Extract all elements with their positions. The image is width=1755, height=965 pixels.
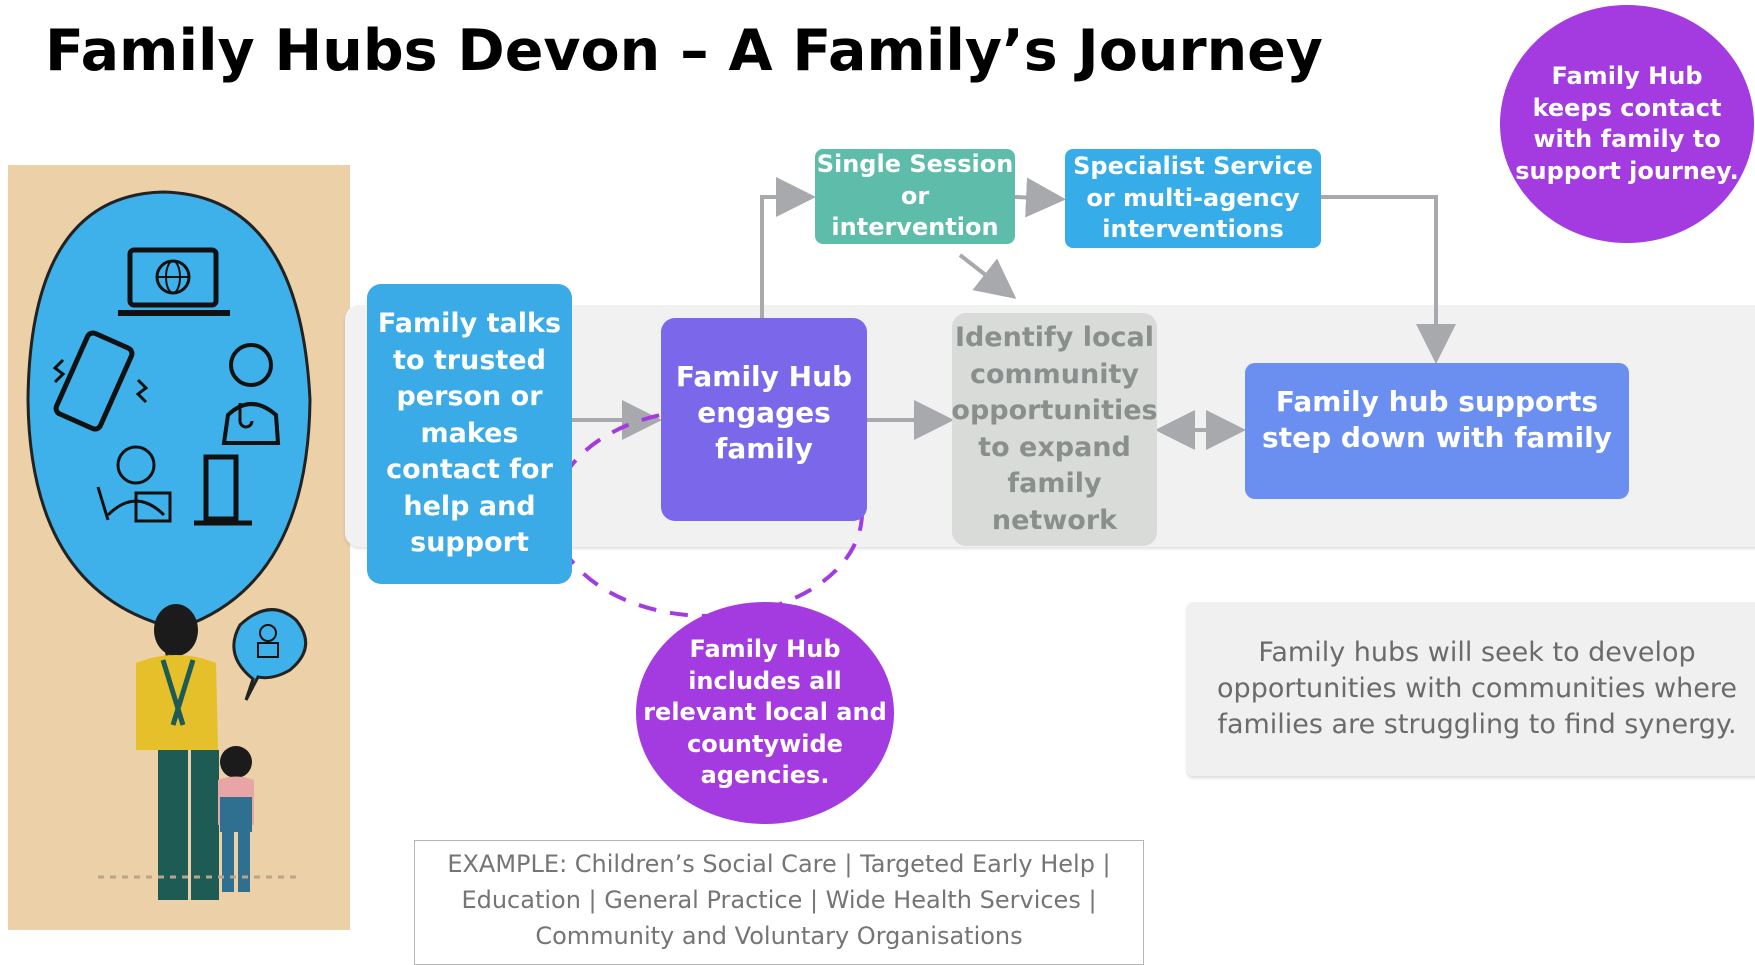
- example-agencies-box: EXAMPLE: Children’s Social Care | Target…: [414, 840, 1144, 965]
- page-title: Family Hubs Devon – A Family’s Journey: [45, 18, 1323, 84]
- hub-engages-box: Family Hub engages family: [661, 318, 867, 521]
- adult-figure: [136, 604, 219, 900]
- laptop-globe-icon: [118, 247, 230, 316]
- example-agencies-text: EXAMPLE: Children’s Social Care | Target…: [447, 850, 1111, 950]
- identify-local-box: Identify local community opportunities t…: [951, 313, 1158, 546]
- door-icon: [194, 454, 252, 526]
- seek-opportunities-text: Family hubs will seek to develop opportu…: [1217, 637, 1737, 740]
- includes-agencies-circle: Family Hub includes all relevant local a…: [636, 602, 894, 824]
- step-down-box: Family hub supports step down with famil…: [1245, 363, 1629, 499]
- single-session-box: Single Session or intervention: [815, 149, 1015, 244]
- family-talks-box: Family talks to trusted person or makes …: [367, 284, 572, 584]
- teacher-icon: [96, 445, 172, 523]
- specialist-service-box: Specialist Service or multi-agency inter…: [1065, 149, 1321, 248]
- family-illustration: [8, 165, 350, 930]
- child-figure: [218, 746, 254, 892]
- seek-opportunities-note: Family hubs will seek to develop opportu…: [1187, 602, 1755, 776]
- doctor-icon: [221, 343, 281, 445]
- keeps-contact-circle: Family Hub keeps contact with family to …: [1500, 5, 1754, 243]
- mobile-phone-icon: [52, 330, 149, 432]
